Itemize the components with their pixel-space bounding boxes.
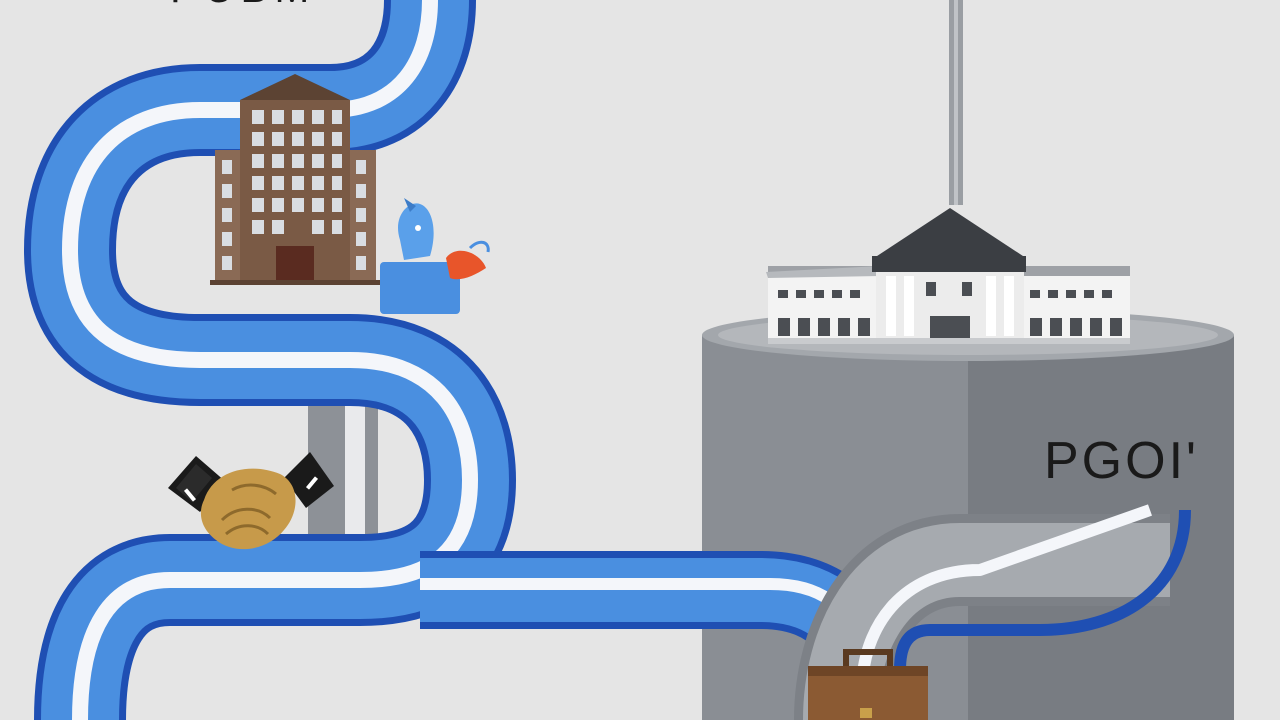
handshake-icon	[168, 452, 334, 550]
office-building-icon	[210, 74, 382, 285]
government-building-icon	[766, 208, 1130, 344]
gray-pipe-left	[308, 395, 378, 540]
top-left-label: PUBM	[170, 0, 315, 11]
tower-label: PGOI'	[1044, 432, 1199, 490]
briefcase-icon	[808, 649, 928, 720]
dragon-mascot-icon	[380, 198, 490, 314]
